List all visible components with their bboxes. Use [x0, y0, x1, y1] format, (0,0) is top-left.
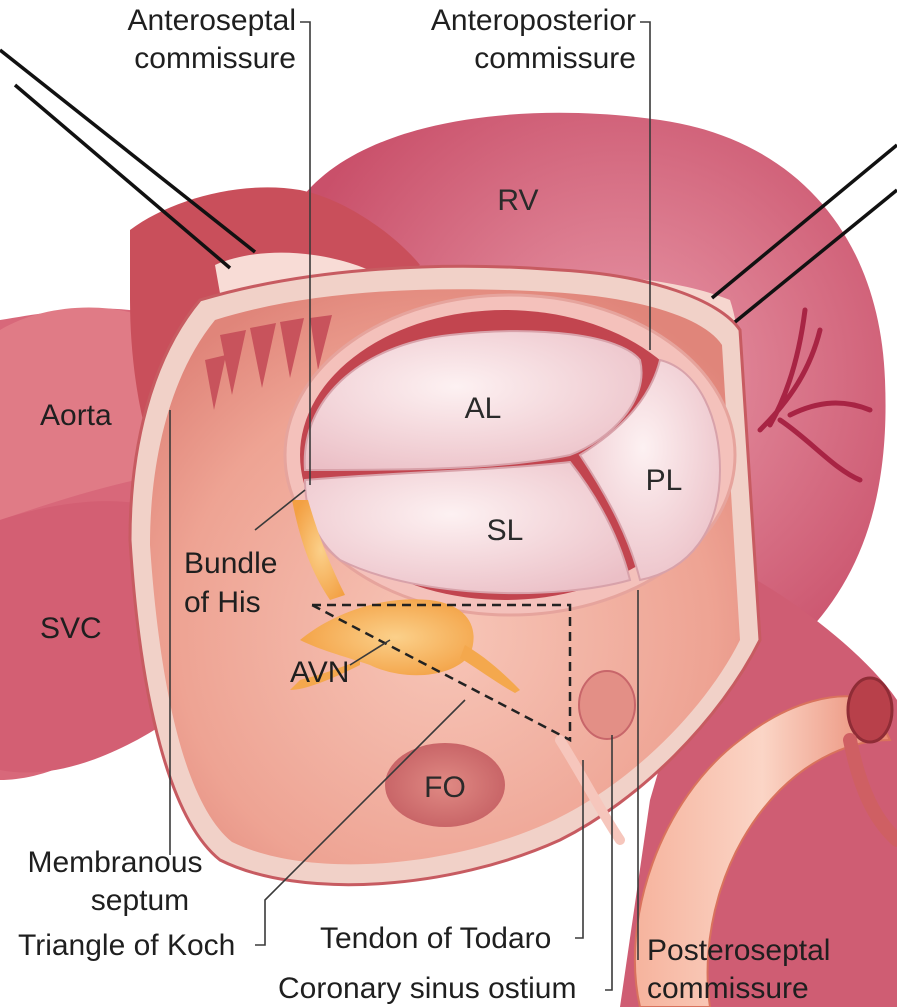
posteroseptal-label-2: commissure	[647, 972, 809, 1005]
fo-label: FO	[424, 771, 466, 804]
al-label: AL	[465, 392, 502, 425]
sl-label: SL	[487, 514, 524, 547]
coronary-sinus-cut-end	[848, 678, 892, 742]
todaro-label: Tendon of Todaro	[320, 922, 551, 955]
coronary-sinus-ostium	[579, 671, 635, 739]
anteroposterior-label-1: Anteroposterior	[431, 4, 636, 37]
pl-label: PL	[646, 464, 683, 497]
anteroposterior-label-2: commissure	[474, 42, 636, 75]
membranous-label-2: septum	[91, 884, 189, 917]
anteroseptal-label-1: Anteroseptal	[128, 4, 296, 37]
bundle-label-2: of His	[184, 586, 261, 619]
bundle-label-1: Bundle	[184, 547, 277, 580]
koch-label: Triangle of Koch	[18, 929, 235, 962]
rv-label: RV	[497, 184, 538, 217]
aorta-label: Aorta	[40, 399, 112, 432]
avn-label: AVN	[290, 656, 349, 689]
anteroseptal-label-2: commissure	[134, 42, 296, 75]
membranous-label-1: Membranous	[27, 846, 202, 879]
posteroseptal-label-1: Posteroseptal	[647, 934, 830, 967]
coronary-label: Coronary sinus ostium	[278, 972, 576, 1005]
svc-label: SVC	[40, 612, 102, 645]
